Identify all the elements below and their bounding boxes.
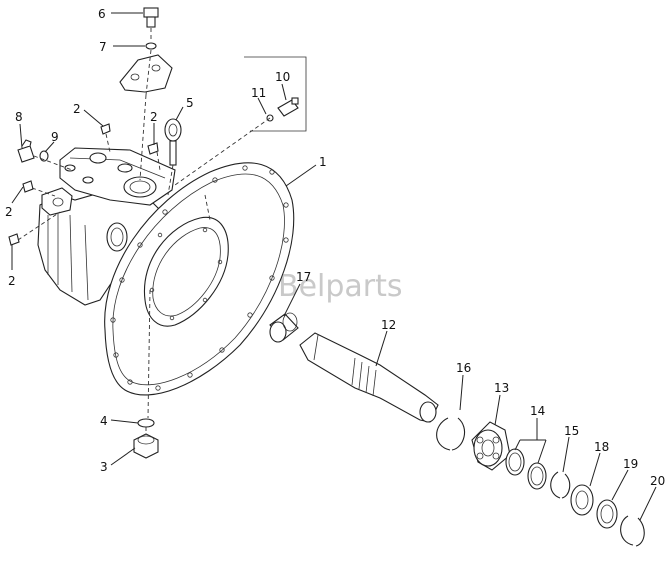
callout-17: 17 bbox=[296, 270, 311, 284]
part-2-plug-d bbox=[8, 233, 20, 246]
part-2-plug-b bbox=[147, 142, 159, 155]
part-16-snap-ring bbox=[436, 417, 466, 451]
part-15-snap-ring bbox=[550, 471, 571, 499]
leader-lines bbox=[11, 12, 657, 521]
part-12-shaft bbox=[299, 332, 439, 423]
part-14-ring-a-inner bbox=[508, 452, 522, 472]
callout-9: 9 bbox=[51, 130, 59, 144]
assembly-lines bbox=[17, 28, 271, 434]
pump-body bbox=[37, 147, 176, 306]
callout-2-b: 2 bbox=[150, 110, 158, 124]
detail-box bbox=[244, 56, 307, 132]
callout-14: 14 bbox=[530, 404, 545, 418]
callout-10: 10 bbox=[275, 70, 290, 84]
part-2-plug-a bbox=[100, 123, 111, 135]
callout-18: 18 bbox=[594, 440, 609, 454]
part-14-ring-b-inner bbox=[530, 466, 544, 486]
part-4-oring bbox=[137, 418, 155, 428]
callout-labels: 6 7 2 2 5 8 9 2 2 10 11 1 4 3 17 12 16 1… bbox=[5, 7, 665, 488]
callout-3: 3 bbox=[100, 460, 108, 474]
part-19-washer bbox=[596, 499, 618, 529]
part-13-coupling bbox=[471, 421, 511, 471]
callout-19: 19 bbox=[623, 457, 638, 471]
callout-11: 11 bbox=[251, 86, 266, 100]
callout-2-a: 2 bbox=[73, 102, 81, 116]
callout-7: 7 bbox=[99, 40, 107, 54]
part-2-plug-c bbox=[22, 180, 34, 193]
callout-8: 8 bbox=[15, 110, 23, 124]
part-3-drain-plug bbox=[133, 433, 159, 459]
part-17-bearing bbox=[269, 312, 299, 343]
part-5-eye-bolt bbox=[164, 118, 182, 166]
part-8-fitting bbox=[17, 139, 35, 163]
callout-12: 12 bbox=[381, 318, 396, 332]
part-18-bearing bbox=[570, 484, 594, 516]
callout-5: 5 bbox=[186, 96, 194, 110]
part-20-snap-ring bbox=[620, 515, 645, 547]
part-6-bolt bbox=[143, 7, 159, 28]
callout-20: 20 bbox=[650, 474, 665, 488]
part-7-washer bbox=[145, 42, 157, 50]
flange-housing bbox=[104, 162, 295, 396]
callout-15: 15 bbox=[564, 424, 579, 438]
callout-16: 16 bbox=[456, 361, 471, 375]
callout-6: 6 bbox=[98, 7, 106, 21]
callout-1: 1 bbox=[319, 155, 327, 169]
callout-4: 4 bbox=[100, 414, 108, 428]
callout-13: 13 bbox=[494, 381, 509, 395]
part-10-sensor bbox=[277, 97, 299, 117]
callout-2-d: 2 bbox=[8, 274, 16, 288]
callout-2-c: 2 bbox=[5, 205, 13, 219]
cover-plate bbox=[119, 54, 173, 93]
